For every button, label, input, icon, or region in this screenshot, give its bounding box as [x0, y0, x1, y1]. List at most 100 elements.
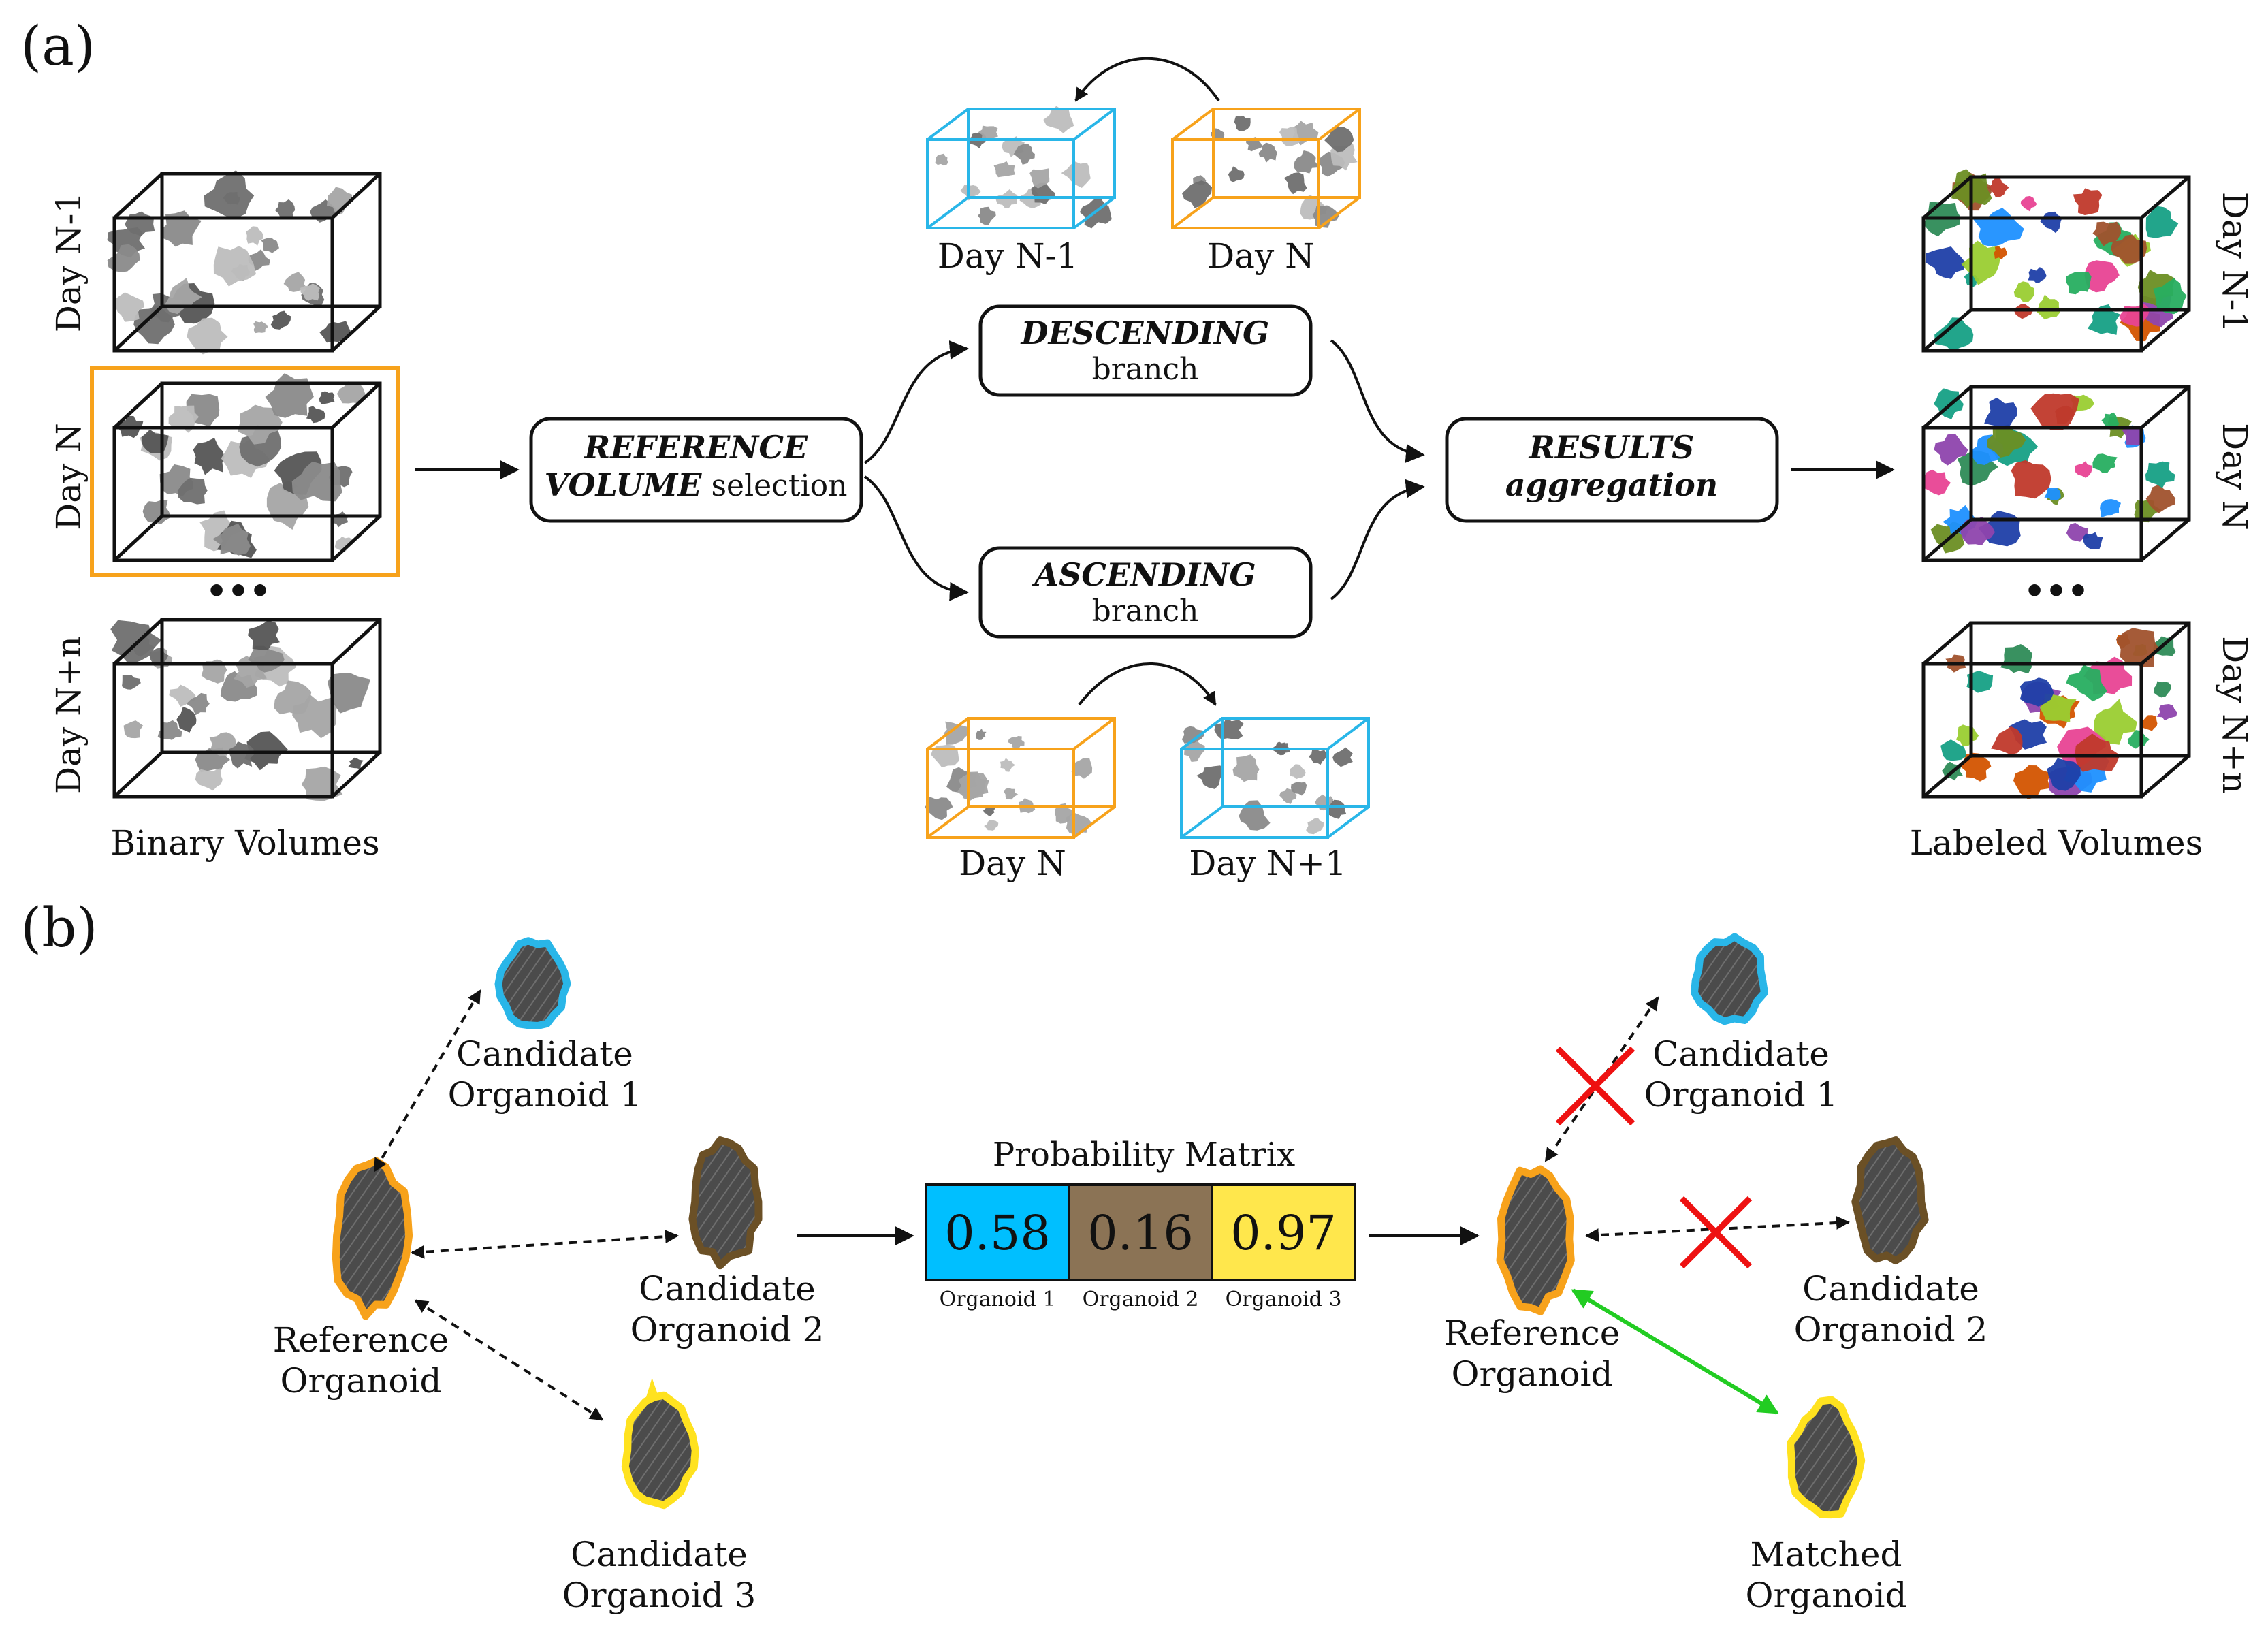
volume-blob — [2040, 211, 2063, 234]
ascending-box-sub: branch — [1092, 594, 1199, 628]
volume-blob — [204, 170, 255, 219]
binary-volume-1 — [107, 170, 382, 355]
cube-back-face — [160, 618, 382, 754]
descending-pair-label-2: Day N — [1207, 236, 1315, 276]
volume-blob — [2013, 765, 2051, 799]
cube-edge — [113, 305, 163, 352]
binary-day-label-3: Day N+n — [49, 636, 89, 794]
cube-edge — [1072, 108, 1116, 141]
volume-blob — [2101, 412, 2120, 430]
volume-blob — [2075, 733, 2120, 772]
volume-blob — [1960, 516, 1995, 545]
binary-volume-stack — [107, 170, 382, 801]
reference-volume-box: REFERENCE VOLUME selection — [529, 417, 863, 523]
cand3-label-left-2: Organoid 3 — [562, 1576, 756, 1615]
cube-front-face — [1921, 662, 2143, 799]
cube-edge — [1171, 108, 1215, 141]
volume-blob — [2145, 484, 2176, 513]
cube-front-face — [926, 748, 1075, 839]
ascending-volume-next — [1180, 717, 1370, 839]
panel-a-label: (a) — [20, 14, 95, 78]
volume-blob — [978, 206, 996, 225]
volume-blob — [253, 321, 268, 334]
cube-back-face — [967, 717, 1116, 808]
volume-blob — [1923, 469, 1951, 496]
ref-label-left-2: Organoid — [280, 1361, 441, 1401]
cube-back-face — [1969, 175, 2191, 312]
volume-blob — [1955, 724, 1979, 747]
cube-edge — [1922, 518, 1972, 562]
cube-edge — [2140, 308, 2190, 352]
labeled-volume-2 — [1921, 385, 2191, 562]
cube-edge — [926, 108, 970, 141]
matrix-value-1: 0.58 — [944, 1205, 1051, 1261]
volume-blob — [2011, 460, 2051, 499]
volume-blob — [1196, 765, 1224, 789]
volume-blob — [2000, 644, 2033, 674]
cube-edge — [926, 196, 970, 229]
ascending-swap-arrow — [1078, 662, 1217, 706]
volume-blob — [1984, 397, 2017, 428]
volume-blob — [2153, 681, 2171, 698]
cube-edge — [113, 172, 163, 219]
volume-blob — [2092, 453, 2118, 473]
volume-blob — [239, 425, 282, 467]
volume-blob — [176, 706, 197, 733]
labeled-volume-3 — [1921, 621, 2191, 799]
cube-front-face — [926, 138, 1075, 229]
volume-blob — [1994, 246, 2007, 260]
volume-blob — [122, 675, 141, 690]
reject-cross-2 — [1679, 1196, 1753, 1269]
arrow-to-descending — [863, 340, 969, 464]
volume-blob — [177, 477, 208, 505]
link-ref-cand2-left — [411, 1230, 679, 1259]
volume-blob — [1324, 127, 1354, 153]
ref-label-left-1: Reference — [273, 1320, 449, 1360]
volume-blob — [195, 768, 223, 791]
organoid-body — [1691, 933, 1768, 1025]
cand2-label-left-1: Candidate — [639, 1269, 816, 1309]
cube-edge — [331, 172, 381, 219]
volume-blob — [1934, 317, 1974, 352]
volume-blob — [1294, 150, 1320, 174]
volume-blob — [2156, 704, 2177, 721]
volume-blob — [1004, 788, 1019, 800]
organoid-spike — [645, 1377, 659, 1401]
reference-organoid-right — [1496, 1165, 1575, 1315]
volume-blob — [328, 673, 370, 714]
volume-blob — [261, 238, 279, 253]
volume-blob — [107, 244, 140, 272]
volume-blob — [274, 199, 296, 219]
volume-blob — [2019, 677, 2054, 707]
volume-blob — [1332, 747, 1353, 767]
volume-blob — [983, 805, 996, 816]
cube-front-face — [1180, 748, 1329, 839]
labeled-volume-1 — [1921, 169, 2191, 353]
volume-blob — [2030, 393, 2079, 430]
volume-blob — [274, 680, 312, 715]
volume-blob — [113, 292, 145, 322]
volume-blob — [993, 161, 1015, 178]
matrix-cell-3 — [1211, 1183, 1356, 1281]
volume-blob — [1925, 246, 1966, 279]
volume-blob — [1239, 800, 1271, 831]
volume-blob — [149, 648, 169, 665]
candidate-organoid-2-left — [688, 1136, 763, 1270]
cube-edge — [1922, 176, 1972, 219]
cand1-label-right-1: Candidate — [1652, 1034, 1830, 1074]
link-ref-cand3-left — [414, 1299, 604, 1421]
arrow-to-ascending — [863, 475, 969, 601]
cube-edge — [926, 805, 970, 839]
results-aggregation-box: RESULTS aggregation — [1445, 417, 1779, 523]
volume-blob — [1991, 726, 2023, 755]
volume-blob — [238, 404, 283, 445]
volume-blob — [957, 772, 987, 799]
cube-edge — [1922, 308, 1972, 352]
volume-blob — [2153, 278, 2187, 315]
cube-edge — [1180, 805, 1224, 839]
volume-blob — [2145, 206, 2179, 238]
cube-back-face — [1969, 385, 2191, 522]
volume-blob — [2084, 260, 2120, 293]
volume-blob — [1000, 758, 1016, 772]
volume-blob — [1309, 749, 1327, 765]
